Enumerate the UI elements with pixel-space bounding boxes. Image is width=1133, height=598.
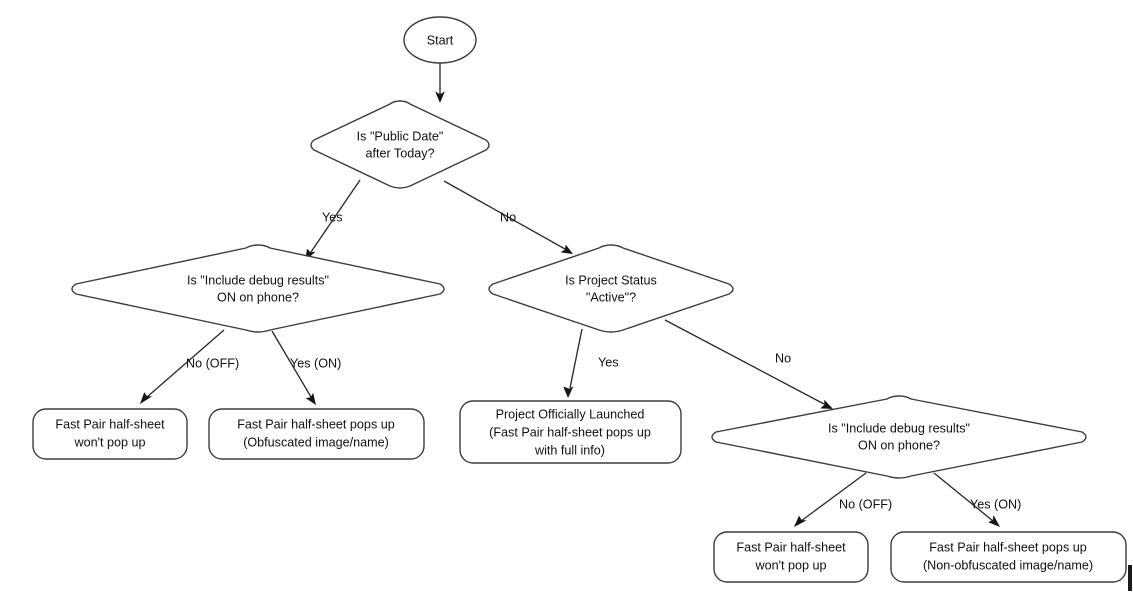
edge-layer: Yes No No (OFF) Yes (ON) [140,63,1021,527]
node-decision-debug-left-line2: ON on phone? [217,290,299,304]
node-decision-public-date[interactable]: Is "Public Date" after Today? [310,100,490,189]
edge-label-public-date-yes: Yes [322,210,343,224]
edge-debug-left-yes: Yes (ON) [271,330,341,405]
node-decision-project-status[interactable]: Is Project Status "Active"? [488,244,734,333]
node-decision-debug-left-line1: Is "Include debug results" [187,273,329,287]
edge-debug-right-yes: Yes (ON) [933,472,1021,527]
edge-public-date-yes: Yes [305,179,361,261]
node-terminal-right-on-line2: (Non-obfuscated image/name) [923,558,1093,572]
node-terminal-right-off-line2: won't pop up [754,558,826,572]
edge-label-public-date-no: No [500,210,516,224]
node-decision-public-date-line1: Is "Public Date" [357,129,444,143]
edge-start-to-public-date [435,63,445,103]
node-terminal-launched[interactable]: Project Officially Launched (Fast Pair h… [459,400,682,464]
edge-label-debug-left-no: No (OFF) [186,356,239,370]
node-terminal-right-off[interactable]: Fast Pair half-sheet won't pop up [713,531,869,583]
edge-label-debug-right-no: No (OFF) [839,497,892,511]
edge-label-debug-right-yes: Yes (ON) [970,497,1021,511]
node-start[interactable]: Start [403,16,477,64]
edge-label-debug-left-yes: Yes (ON) [290,356,341,370]
node-terminal-left-off-line2: won't pop up [73,435,145,449]
node-decision-debug-left[interactable]: Is "Include debug results" ON on phone? [71,244,445,333]
node-terminal-launched-line3: with full info) [534,443,605,457]
edge-project-status-yes: Yes [563,328,619,398]
node-decision-debug-right-line1: Is "Include debug results" [828,421,970,435]
node-terminal-right-on-line1: Fast Pair half-sheet pops up [929,540,1087,554]
node-terminal-launched-line2: (Fast Pair half-sheet pops up [489,425,651,439]
node-terminal-left-off[interactable]: Fast Pair half-sheet won't pop up [32,408,188,460]
node-decision-public-date-line2: after Today? [365,146,434,160]
edge-public-date-no: No [443,180,573,254]
edge-label-project-status-no: No [775,351,791,365]
page-edge-mark [1128,565,1132,591]
node-terminal-left-on-line2: (Obfuscated image/name) [243,435,389,449]
node-decision-project-status-line1: Is Project Status [565,273,657,287]
edge-debug-left-no: No (OFF) [140,329,239,404]
node-decision-project-status-line2: "Active"? [586,290,636,304]
node-decision-debug-right-line2: ON on phone? [858,438,940,452]
node-terminal-launched-line1: Project Officially Launched [496,407,645,421]
node-terminal-right-off-line1: Fast Pair half-sheet [736,540,846,554]
node-terminal-right-on[interactable]: Fast Pair half-sheet pops up (Non-obfusc… [890,531,1127,583]
edge-project-status-no: No [664,319,833,409]
node-terminal-left-on-line1: Fast Pair half-sheet pops up [237,417,395,431]
node-start-label: Start [427,33,454,47]
node-decision-debug-right[interactable]: Is "Include debug results" ON on phone? [711,395,1087,479]
edge-label-project-status-yes: Yes [598,355,619,369]
edge-debug-right-no: No (OFF) [794,472,892,527]
node-terminal-left-on[interactable]: Fast Pair half-sheet pops up (Obfuscated… [208,408,425,460]
node-terminal-left-off-line1: Fast Pair half-sheet [55,417,165,431]
